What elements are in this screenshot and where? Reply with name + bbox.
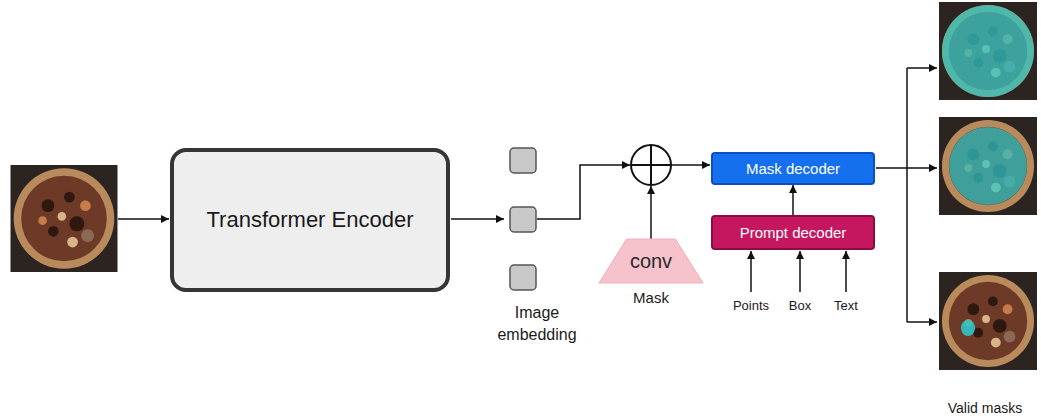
- sum-symbol: [631, 145, 671, 185]
- flow-arrow: [118, 68, 937, 322]
- output-mask-3: [939, 272, 1037, 370]
- flow-connector: [792, 185, 794, 215]
- node-label: Mask decoder: [746, 160, 840, 177]
- prompt-input-label: Text: [824, 297, 868, 314]
- embedding-token: [510, 148, 536, 290]
- prompt-input-label: Box: [778, 297, 822, 314]
- conv-trapezoid: convMask: [598, 238, 704, 310]
- node-label: Prompt decoder: [740, 224, 847, 241]
- encoder-box: Transformer Encoder: [170, 148, 450, 292]
- node-label: Transformer Encoder: [206, 207, 413, 233]
- node-heading: Mask: [598, 288, 704, 308]
- embedding-label: Image embedding: [487, 302, 587, 346]
- output-mask-2: [939, 117, 1037, 215]
- input-image: [11, 165, 118, 272]
- mask-decoder-box: Mask decoder: [711, 152, 875, 185]
- output-mask-1: [939, 2, 1037, 100]
- prompt-decoder-box: Prompt decoder: [711, 215, 875, 250]
- node-label: conv: [598, 238, 704, 284]
- prompt-input-label: Points: [723, 297, 779, 314]
- output-label: Valid masks: [930, 399, 1040, 417]
